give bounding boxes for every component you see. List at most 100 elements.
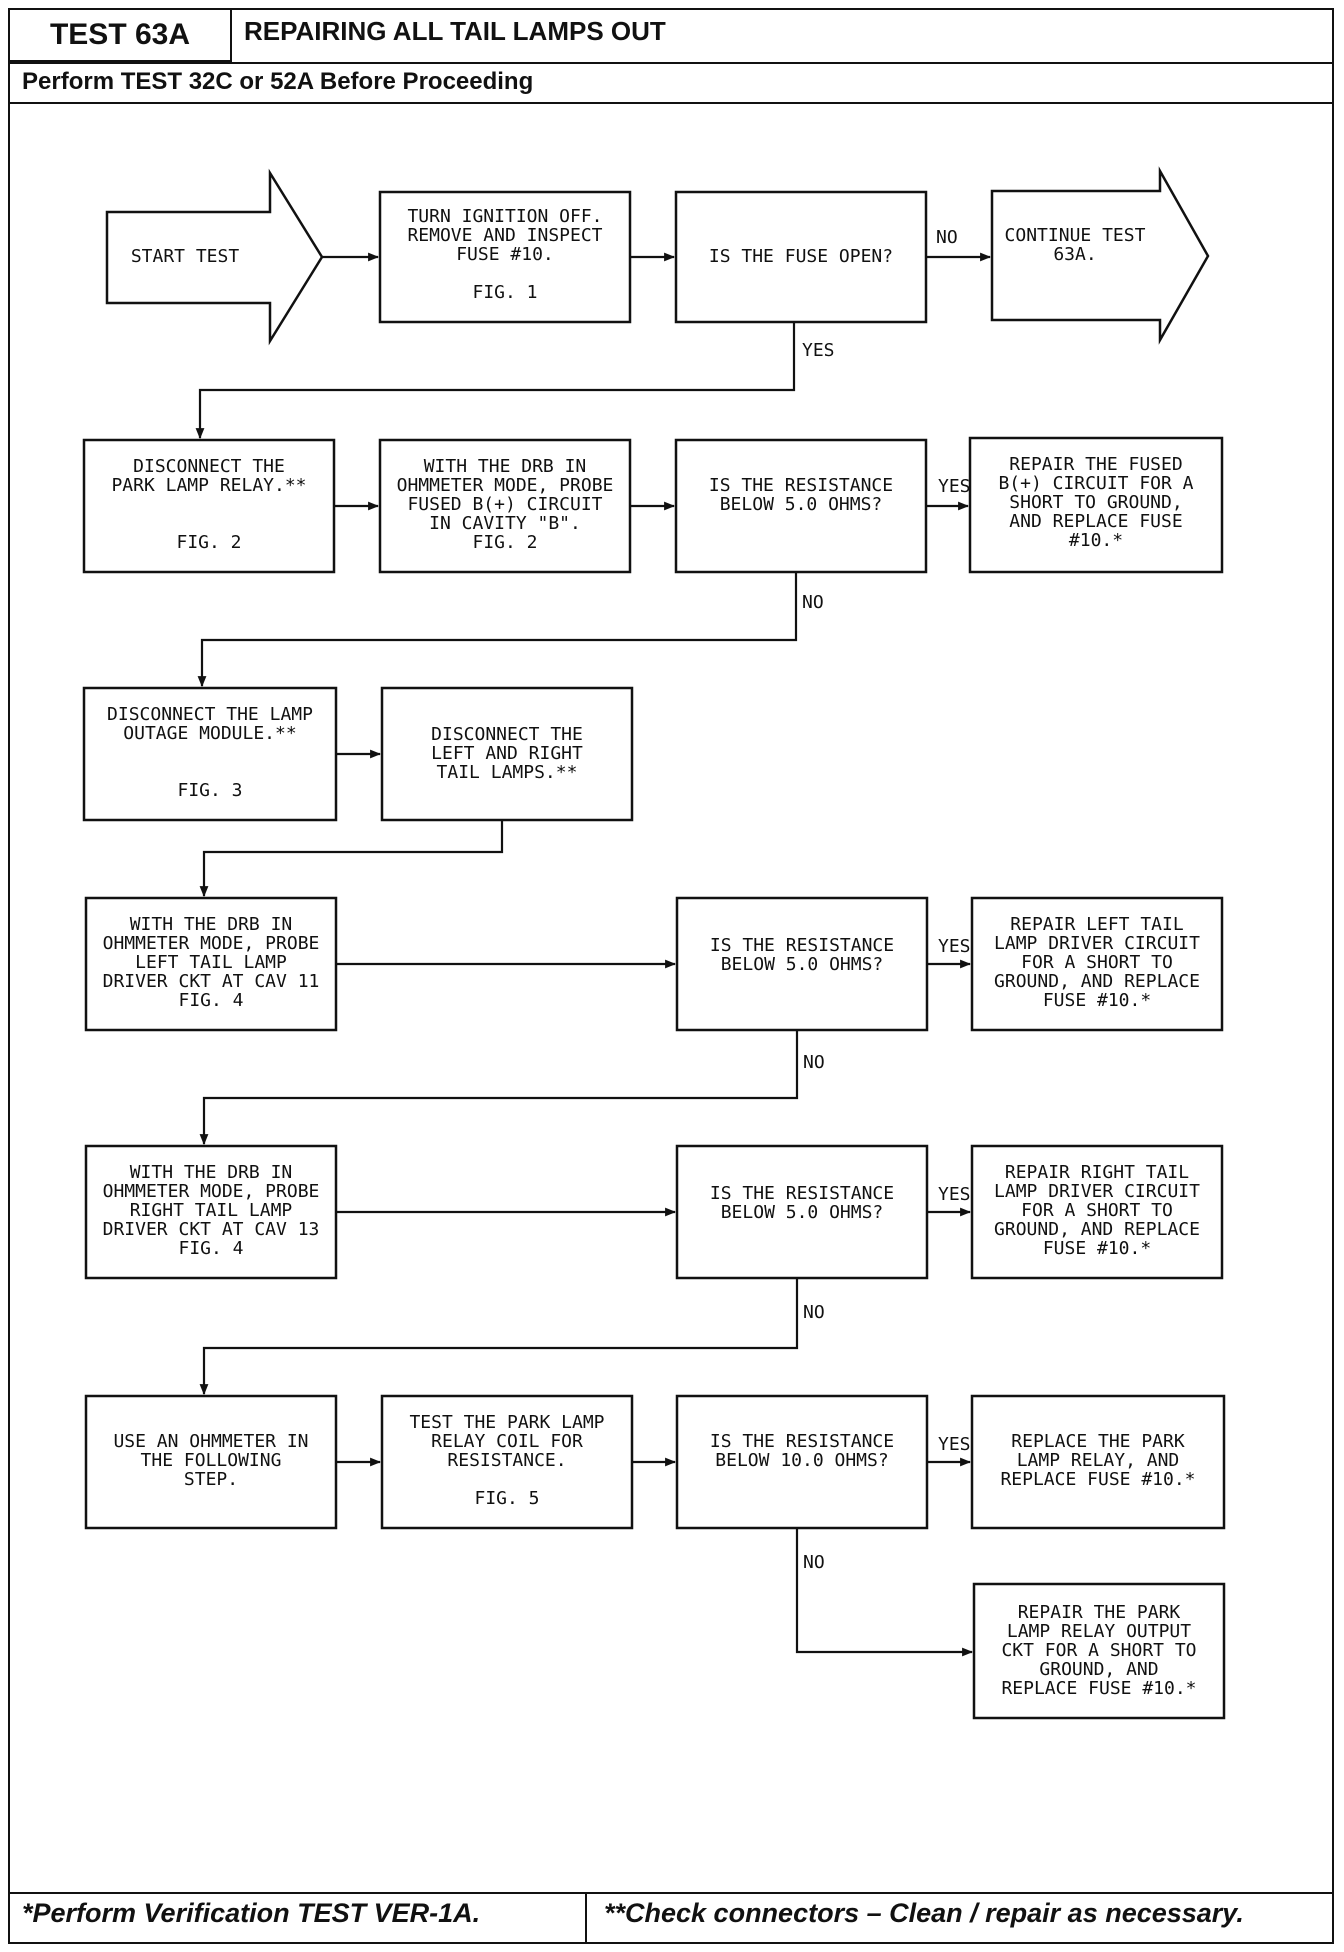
box-text-line: WITH THE DRB IN — [424, 456, 587, 477]
box-text-line: FIG. 2 — [176, 532, 241, 553]
box-text-line: IS THE RESISTANCE — [710, 1431, 894, 1452]
box-text-line: SHORT TO GROUND, — [1009, 492, 1182, 513]
box-text-line: GROUND, AND REPLACE — [994, 971, 1200, 992]
box-text-line: FOR A SHORT TO — [1021, 952, 1173, 973]
fuse-open-decision: IS THE FUSE OPEN? — [674, 190, 928, 324]
footer-divider — [10, 1892, 1332, 1894]
box-text-line: RELAY COIL FOR — [431, 1431, 583, 1452]
box-text-line: OUTAGE MODULE.** — [123, 723, 296, 744]
box-text-line: #10.* — [1069, 530, 1123, 551]
box-text-line: OHMMETER MODE, PROBE — [103, 933, 320, 954]
box-text-line: DRIVER CKT AT CAV 13 — [103, 1219, 320, 1240]
box-text-line: LEFT AND RIGHT — [431, 743, 583, 764]
box-text-line: FOR A SHORT TO — [1021, 1200, 1173, 1221]
subtitle: Perform TEST 32C or 52A Before Proceedin… — [22, 68, 534, 95]
page-title: REPAIRING ALL TAIL LAMPS OUT — [244, 16, 666, 46]
box-text-line: FUSED B(+) CIRCUIT — [407, 494, 602, 515]
box-text-line: REPAIR RIGHT TAIL — [1005, 1162, 1189, 1183]
box-text-line: REPAIR THE FUSED — [1009, 454, 1182, 475]
test-id: TEST 63A — [10, 10, 232, 62]
box-text-line: BELOW 5.0 OHMS? — [721, 1202, 884, 1223]
box-text-line: RESISTANCE. — [447, 1450, 566, 1471]
arrow-no-outage — [197, 572, 798, 688]
label-no-3: NO — [803, 1052, 825, 1073]
box-text-line: LEFT TAIL LAMP — [135, 952, 287, 973]
box-text-line: USE AN OHMMETER IN — [113, 1431, 308, 1452]
box-text-line: 63A. — [1053, 244, 1096, 265]
box-text-line: CONTINUE TEST — [1005, 225, 1146, 246]
label-no-4: NO — [803, 1302, 825, 1323]
label-no-5: NO — [803, 1552, 825, 1573]
box-text-line: BELOW 5.0 OHMS? — [721, 954, 884, 975]
start-test-text: START TEST — [131, 246, 240, 267]
label-yes-3: YES — [938, 936, 971, 957]
box-text-line: IS THE RESISTANCE — [709, 475, 893, 496]
box-text-line: REPLACE FUSE #10.* — [1001, 1678, 1196, 1699]
subtitle-divider — [10, 102, 1332, 104]
box-text-line: IS THE RESISTANCE — [710, 935, 894, 956]
box-text-line: GROUND, AND — [1039, 1659, 1158, 1680]
box-text-line: IS THE RESISTANCE — [710, 1183, 894, 1204]
box-text-line: STEP. — [184, 1469, 238, 1490]
box-text-line: TEST THE PARK LAMP — [409, 1412, 604, 1433]
box-text-line: OHMMETER MODE, PROBE — [397, 475, 614, 496]
box-text-line: PARK LAMP RELAY.** — [111, 475, 306, 496]
box-text-line: FIG. 3 — [177, 780, 242, 801]
box-text-line: DISCONNECT THE — [133, 456, 285, 477]
label-no-1: NO — [936, 227, 958, 248]
arrow-yes-relay — [195, 322, 796, 440]
box-text-line: REPAIR LEFT TAIL — [1010, 914, 1184, 935]
box-text-line: FIG. 2 — [472, 532, 537, 553]
box-text-line: REPLACE THE PARK — [1011, 1431, 1185, 1452]
box-text-line: CKT FOR A SHORT TO — [1001, 1640, 1196, 1661]
box-text-line: OHMMETER MODE, PROBE — [103, 1181, 320, 1202]
footer-vertical-divider — [585, 1893, 587, 1943]
page-frame — [8, 8, 1334, 1944]
box-text-line: FUSE #10.* — [1043, 990, 1151, 1011]
box-text-line: FIG. 5 — [474, 1488, 539, 1509]
arrow-no-proberight — [199, 1030, 799, 1146]
box-text-line: FUSE #10.* — [1043, 1238, 1151, 1259]
box-text-line: BELOW 10.0 OHMS? — [715, 1450, 888, 1471]
box-text-line: BELOW 5.0 OHMS? — [720, 494, 883, 515]
box-text-line: FIG. 4 — [178, 1238, 243, 1259]
box-text-line: THE FOLLOWING — [141, 1450, 282, 1471]
box-text-line: FUSE #10. — [456, 244, 554, 265]
box-text-line: LAMP DRIVER CIRCUIT — [994, 1181, 1200, 1202]
box-text-line: WITH THE DRB IN — [130, 914, 293, 935]
label-yes-2: YES — [938, 476, 971, 497]
arrow-tail-probeleft — [199, 820, 504, 898]
